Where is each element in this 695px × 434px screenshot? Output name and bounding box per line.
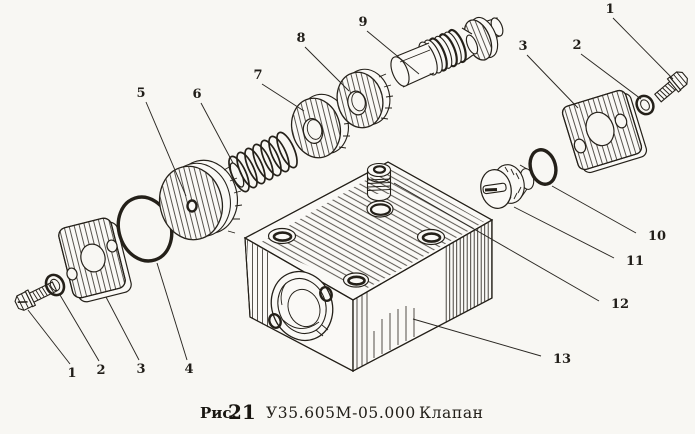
bolt-right [654, 71, 688, 103]
callout-10: 10 [648, 229, 666, 244]
figure-caption: Рис. 21 У35.605М-05.000 Клапан [200, 400, 484, 424]
callout-13: 13 [553, 352, 571, 367]
top-face-hatch [258, 167, 484, 290]
face-hole [319, 285, 333, 303]
callout-9: 9 [358, 15, 367, 30]
threaded-fitting [366, 162, 392, 202]
callout-6: 6 [192, 87, 201, 102]
callout-5: 5 [136, 86, 145, 101]
callout-3-right: 3 [518, 39, 527, 54]
top-port-holes [267, 200, 446, 288]
o-ring-small [528, 148, 558, 186]
knurl-ticks [504, 166, 522, 204]
caption-figure-label: Рис. [200, 404, 237, 422]
valve-spool [390, 16, 504, 88]
callout-4-left: 4 [184, 362, 193, 377]
callout-7: 7 [253, 68, 262, 83]
center-hole [186, 199, 198, 213]
bolt-head [14, 291, 34, 311]
washer-disc-8 [336, 68, 394, 129]
leader-lines [27, 17, 674, 365]
hex-socket [372, 165, 387, 174]
callout-12: 12 [611, 297, 629, 312]
valve-body-block [243, 161, 494, 372]
cover-plate-left [58, 217, 132, 303]
piston-disc [158, 159, 243, 241]
plug [480, 164, 535, 209]
caption-part-name: Клапан [419, 404, 484, 422]
lock-washer-right [635, 94, 655, 116]
main-bore [270, 270, 334, 342]
callout-11: 11 [626, 254, 644, 269]
rim-ticks [378, 73, 394, 120]
callout-3-left: 3 [136, 362, 145, 377]
caption-drawing-code: У35.605М-05.000 [266, 404, 416, 422]
bolt-left [14, 281, 58, 311]
washer-disc-7 [290, 93, 352, 159]
callout-8: 8 [296, 31, 305, 46]
cover-plate-right [561, 89, 648, 174]
callout-2-left: 2 [96, 363, 105, 378]
caption-figure-number: 21 [228, 400, 256, 424]
callout-2-right: 2 [572, 38, 581, 53]
spring [228, 131, 298, 193]
callout-1-right: 1 [605, 2, 614, 17]
lock-washer-left [44, 273, 66, 297]
callout-1-left: 1 [67, 366, 76, 381]
face-hole [268, 312, 282, 330]
callout-numbers: 5 6 7 8 9 3 2 1 10 11 12 13 1 2 3 4 [67, 2, 666, 381]
